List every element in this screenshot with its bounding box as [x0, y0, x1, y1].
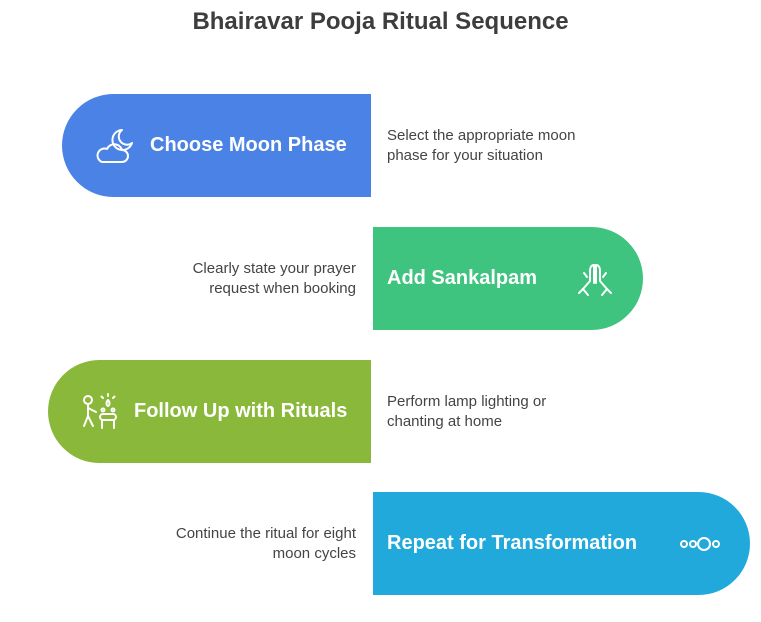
step-description: Select the appropriate moon phase for yo… — [387, 126, 647, 166]
description-line: Perform lamp lighting or — [387, 393, 547, 410]
praying-hands-icon — [573, 257, 617, 301]
step-choose-moon-phase: Choose Moon Phase — [62, 94, 371, 197]
cycle-dots-icon — [680, 522, 724, 566]
description-line: Clearly state your prayer — [192, 260, 356, 277]
description-line: phase for your situation — [387, 147, 543, 164]
step-description: Perform lamp lighting or chanting at hom… — [387, 392, 647, 432]
step-description: Continue the ritual for eight moon cycle… — [120, 524, 356, 564]
person-lamp-icon — [76, 390, 120, 434]
step-follow-up-with-rituals: Follow Up with Rituals — [48, 360, 371, 463]
description-line: request when booking — [209, 280, 356, 297]
page-title: Bhairavar Pooja Ritual Sequence — [192, 8, 569, 35]
description-line: chanting at home — [387, 413, 503, 430]
description-line: Continue the ritual for eight — [175, 525, 356, 542]
step-add-sankalpam: Add Sankalpam — [373, 227, 643, 330]
step-label: Add Sankalpam — [387, 267, 538, 289]
step-label: Follow Up with Rituals — [134, 400, 348, 422]
step-repeat-for-transformation: Repeat for Transformation — [373, 492, 750, 595]
step-description: Clearly state your prayer request when b… — [120, 259, 356, 299]
step-label: Repeat for Transformation — [387, 532, 638, 554]
moon-cloud-icon — [92, 124, 136, 168]
step-label: Choose Moon Phase — [150, 134, 347, 156]
description-line: Select the appropriate moon — [387, 127, 576, 144]
description-line: moon cycles — [272, 545, 356, 562]
